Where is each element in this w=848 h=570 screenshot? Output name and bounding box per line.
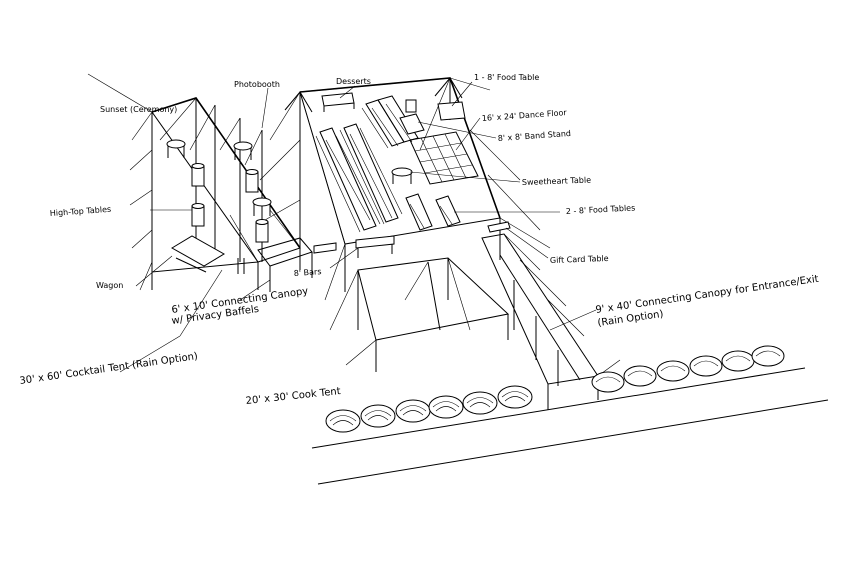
sweetheart-table bbox=[391, 167, 413, 184]
shrub bbox=[462, 391, 498, 415]
high-top-table bbox=[166, 139, 186, 158]
shrub bbox=[591, 371, 625, 393]
high-top-table bbox=[233, 141, 253, 160]
shrub bbox=[751, 345, 785, 367]
high-top-table bbox=[252, 197, 272, 216]
sweetheart-table-label: Sweetheart Table bbox=[522, 176, 592, 187]
cook-tent-label: 20' x 30' Cook Tent bbox=[245, 386, 341, 407]
gift-card-table bbox=[487, 221, 511, 233]
shrub bbox=[360, 404, 396, 428]
high-top-table bbox=[255, 219, 269, 243]
shrub bbox=[623, 365, 657, 387]
wagon bbox=[171, 235, 225, 273]
dance-floor bbox=[409, 131, 479, 185]
leader-lines bbox=[87, 73, 597, 373]
gift-card-table-label: Gift Card Table bbox=[550, 254, 609, 265]
shrub bbox=[395, 399, 431, 423]
banquet-tables bbox=[315, 95, 419, 233]
entrance-canopy-label: 9' x 40' Connecting Canopy for Entrance/… bbox=[595, 274, 819, 316]
wagon-label: Wagon bbox=[96, 281, 123, 290]
bars bbox=[313, 235, 395, 258]
cocktail-tent bbox=[129, 97, 301, 291]
food-tables-pair bbox=[405, 193, 461, 231]
shrub bbox=[721, 350, 755, 372]
food-table-label: 1 - 8' Food Table bbox=[474, 73, 539, 82]
desserts-label: Desserts bbox=[336, 77, 371, 86]
food-table bbox=[437, 101, 466, 121]
shrub bbox=[325, 409, 361, 433]
sunset-ceremony-label: Sunset (Ceremony) bbox=[100, 105, 177, 114]
high-top-tables-label: High-Top Tables bbox=[50, 205, 112, 218]
cook-tent bbox=[329, 257, 510, 372]
food-tables-label: 2 - 8' Food Tables bbox=[566, 203, 636, 216]
band-stand bbox=[399, 99, 425, 135]
band-stand-label: 8' x 8' Band Stand bbox=[498, 129, 572, 143]
ground-lines bbox=[311, 367, 829, 485]
cocktail-tent-label: 30' x 60' Cocktail Tent (Rain Option) bbox=[19, 351, 199, 387]
shrub bbox=[689, 355, 723, 377]
shrub bbox=[428, 395, 464, 419]
dance-floor-label: 16' x 24' Dance Floor bbox=[482, 108, 568, 123]
connecting-canopy bbox=[237, 237, 313, 292]
bars-label: 8' Bars bbox=[294, 267, 322, 278]
shrub bbox=[497, 385, 533, 409]
high-top-table bbox=[191, 203, 205, 227]
shrub bbox=[656, 360, 690, 382]
desserts-table bbox=[321, 92, 355, 112]
high-top-table bbox=[191, 163, 205, 187]
photobooth-label: Photobooth bbox=[234, 80, 280, 89]
high-top-table bbox=[245, 169, 259, 193]
main-tent bbox=[259, 77, 551, 301]
shrubs bbox=[325, 345, 785, 433]
